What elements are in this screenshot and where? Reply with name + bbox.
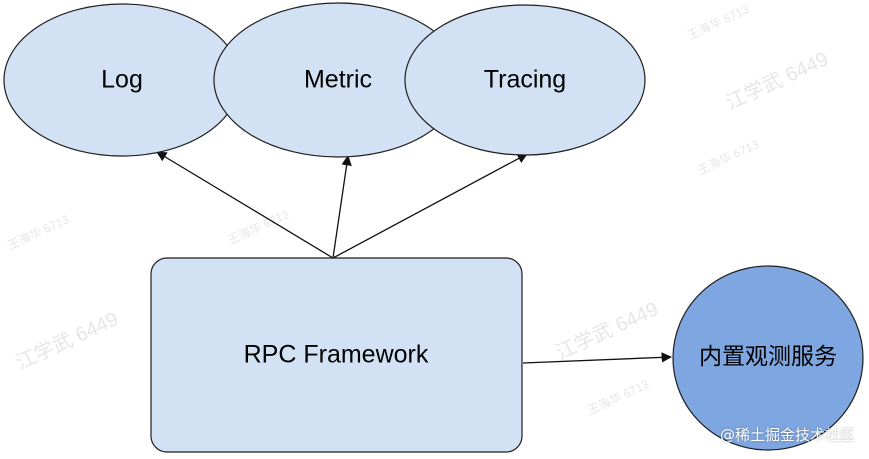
watermark-text: 江学武 6449 [722,47,831,114]
watermark-text: 王海华 6713 [585,376,651,418]
node-tracing-shape [404,4,646,156]
edge-rpc-to-tracing [332,153,528,259]
watermark-text: 王海华 6713 [695,136,761,178]
node-builtin-observability-shape [672,265,864,451]
watermark-text: 王海华 6713 [5,211,71,253]
node-builtin-observability-label: 内置观测服务 [699,343,837,369]
node-log: Log [3,3,241,157]
node-log-label: Log [101,66,143,94]
node-tracing-label: Tracing [484,66,566,94]
watermark-text: 江学武 6449 [12,307,121,374]
watermark-text: 王海华 6713 [685,1,751,43]
node-metric-label: Metric [304,66,372,94]
node-builtin-observability: 内置观测服务 [672,265,864,451]
edges [156,151,673,364]
node-rpc-framework-label: RPC Framework [244,341,429,369]
edge-rpc-to-log [156,151,334,259]
node-rpc-framework: RPC Framework [150,257,523,453]
node-rpc-framework-shape [150,257,523,453]
watermark-text: 江学武 6449 [552,297,661,364]
edge-rpc-to-builtin [522,352,673,364]
credit-watermark: @稀土掘金技术社区 [719,426,855,444]
edge-rpc-to-metric [332,154,352,259]
node-tracing: Tracing [404,4,646,156]
node-metric: Metric [213,2,463,158]
